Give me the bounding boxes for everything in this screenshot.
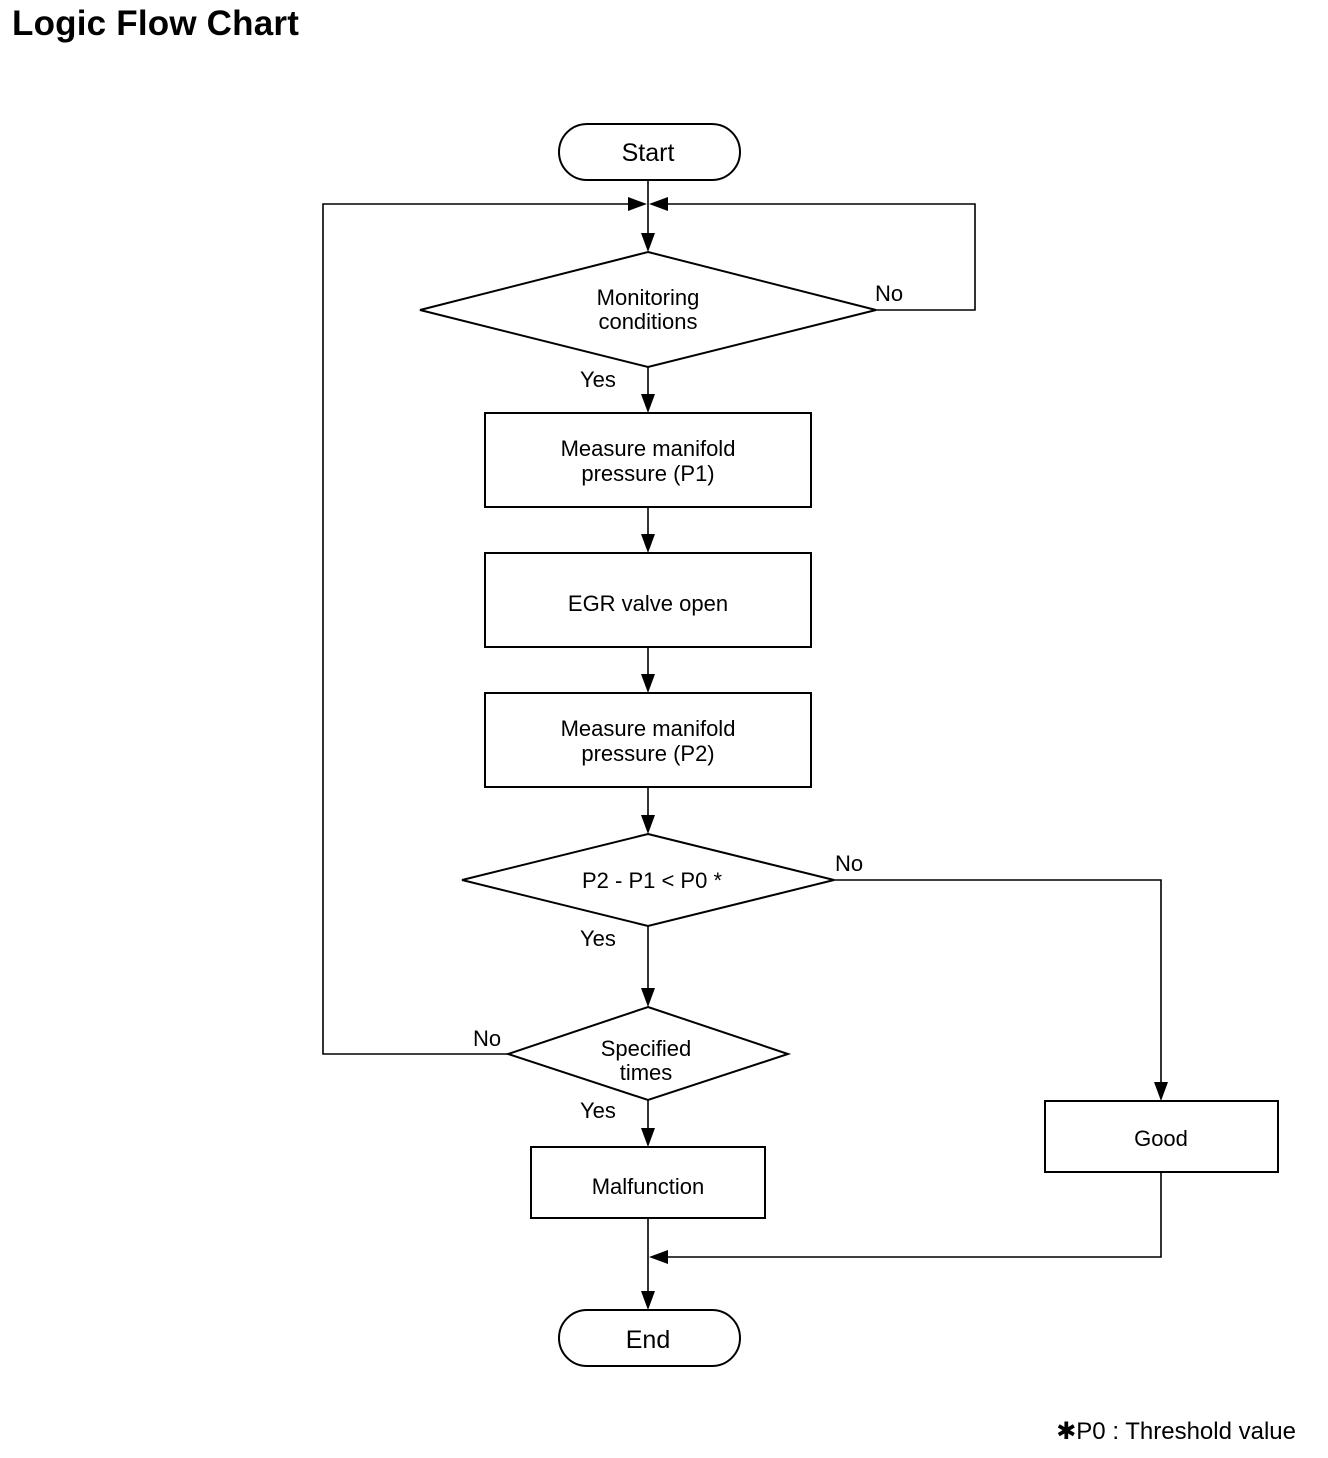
specified-times-decision: Specified times [504,1005,792,1102]
arrowhead-down [641,1291,655,1310]
measure-p1-label-line1: Measure manifold [561,436,736,461]
specified-label-line1: Specified [601,1036,692,1061]
arrowhead-down [641,988,655,1007]
monitoring-label-line1: Monitoring [597,285,700,310]
compare-label: P2 - P1 < P0 * [582,868,722,893]
arrowhead-down [641,1128,655,1147]
measure-p2-process: Measure manifold pressure (P2) [484,692,812,788]
measure-p1-process: Measure manifold pressure (P1) [484,412,812,508]
specified-label-line2: times [620,1060,673,1085]
monitoring-yes-label: Yes [580,367,616,392]
good-process: Good [1044,1100,1279,1173]
connector-monitoring-no-loop [668,203,976,311]
connector-compare-no-to-good [834,879,1162,1089]
end-label: End [626,1326,670,1354]
threshold-footnote: ✱P0 : Threshold value [1056,1418,1296,1445]
malfunction-label: Malfunction [592,1174,705,1199]
start-terminator: Start [558,123,741,181]
arrowhead-down [641,394,655,413]
arrowhead-right [628,197,647,211]
connector-specified-no-loop [322,203,628,1055]
malfunction-process: Malfunction [530,1146,766,1219]
measure-p1-label-line2: pressure (P1) [581,461,714,486]
measure-p2-label-line2: pressure (P2) [581,741,714,766]
compare-no-label: No [835,851,863,876]
arrowhead-down [641,534,655,553]
arrowhead-left [649,197,668,211]
arrowhead-down [641,815,655,834]
start-label: Start [622,139,675,167]
monitoring-no-label: No [875,281,903,306]
egr-open-label: EGR valve open [568,591,728,616]
monitoring-conditions-decision: Monitoring conditions [419,250,877,369]
arrowhead-down [641,674,655,693]
arrowhead-down [1154,1082,1168,1101]
connector-good-to-end [668,1172,1162,1258]
compare-yes-label: Yes [580,926,616,951]
end-terminator: End [558,1309,741,1367]
arrowhead-down [641,233,655,252]
arrowhead-left [649,1250,668,1264]
specified-yes-label: Yes [580,1098,616,1123]
egr-valve-open-process: EGR valve open [484,552,812,648]
measure-p2-label-line1: Measure manifold [561,716,736,741]
monitoring-label-line2: conditions [598,309,697,334]
specified-no-label: No [473,1026,501,1051]
page-title: Logic Flow Chart [12,4,300,43]
pressure-compare-decision: P2 - P1 < P0 * [461,832,835,928]
good-label: Good [1134,1126,1188,1151]
